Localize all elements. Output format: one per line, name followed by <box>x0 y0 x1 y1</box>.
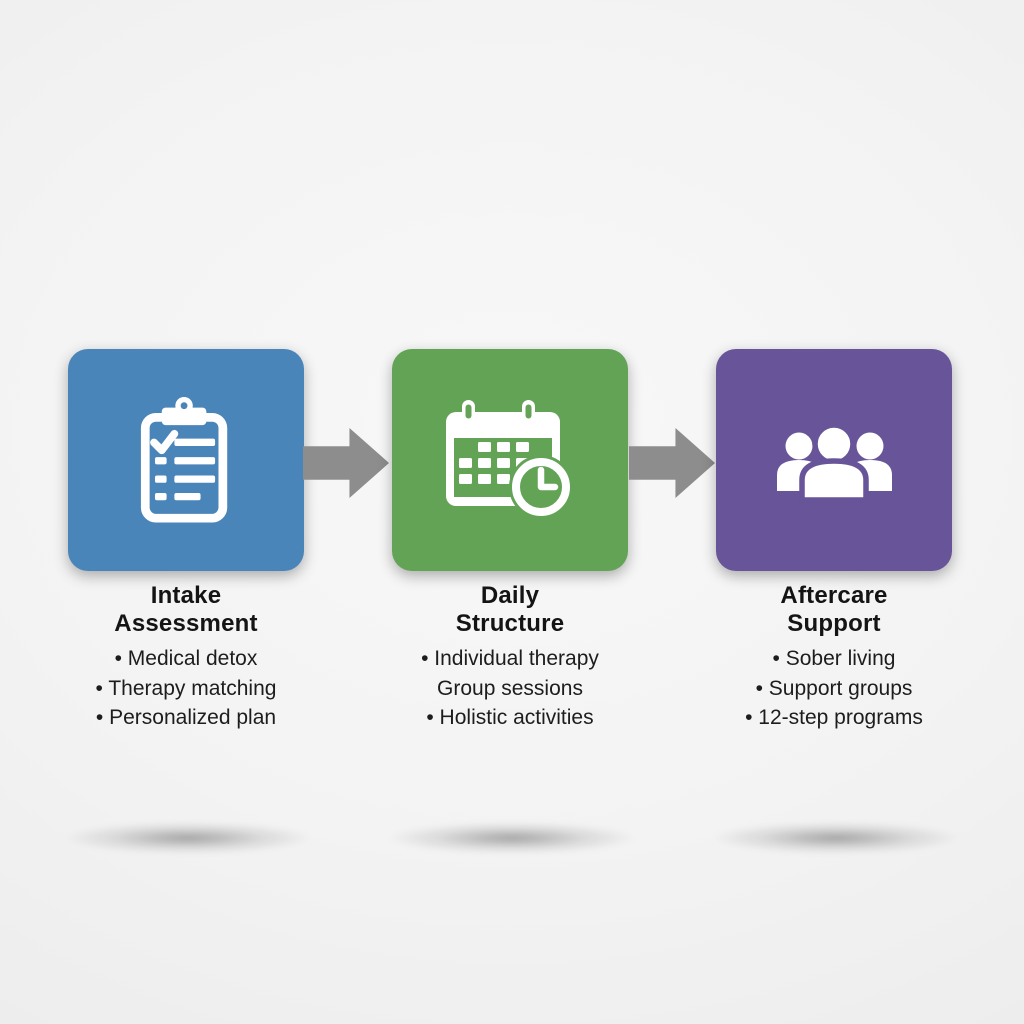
bullet-item: • Medical detox <box>114 647 258 670</box>
bullet-item: • Support groups <box>755 676 913 700</box>
step-title: Aftercare Support <box>684 582 984 638</box>
bullet-item: • Holistic activities <box>426 706 594 729</box>
step-card-aftercare-support <box>716 349 952 571</box>
step-bullet-list: • Medical detox • Therapy matching • Per… <box>26 644 346 733</box>
step-title-line1: Daily <box>480 582 540 609</box>
ground-shadow <box>711 822 961 854</box>
step-bullet-list: • Individual therapy Group sessions • Ho… <box>350 644 670 733</box>
calendar-clock-icon <box>446 400 573 519</box>
step-card-daily-structure <box>392 349 628 571</box>
step-title: Intake Assessment <box>36 582 336 638</box>
step-title-line2: Assessment <box>114 610 258 637</box>
step-bullet-list: • Sober living • Support groups • 12-ste… <box>674 644 994 733</box>
flow-arrow <box>303 428 389 498</box>
bullet-item: • 12-step programs <box>745 706 923 729</box>
ground-shadow <box>387 822 637 854</box>
people-group-icon <box>777 422 892 503</box>
bullet-item: • Therapy matching <box>95 676 277 700</box>
step-card-intake-assessment <box>68 349 304 571</box>
flow-arrow <box>629 428 715 498</box>
bullet-item: • Sober living <box>772 647 896 670</box>
clipboard-checklist-icon <box>140 396 228 523</box>
step-title-line2: Structure <box>455 610 565 637</box>
step-title-line1: Aftercare <box>780 582 888 609</box>
bullet-item: Group sessions <box>437 676 583 700</box>
step-title-line1: Intake <box>150 582 222 609</box>
bullet-item: • Individual therapy <box>421 647 599 670</box>
step-title-line2: Support <box>787 610 881 637</box>
bullet-item: • Personalized plan <box>95 706 277 729</box>
step-title: Daily Structure <box>360 582 660 638</box>
ground-shadow <box>63 822 313 854</box>
